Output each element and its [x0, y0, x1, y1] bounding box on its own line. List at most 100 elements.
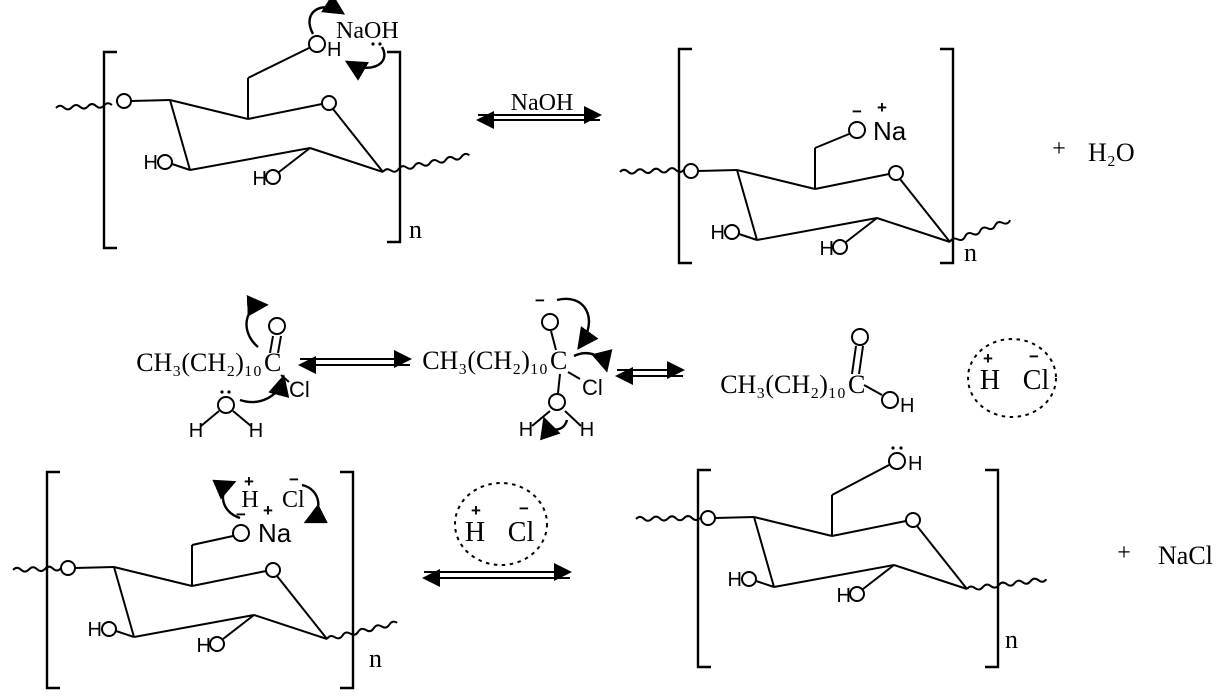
- bracket-right: [940, 47, 955, 265]
- lone-pair-dot: [891, 446, 895, 450]
- carbonyl-carbon-label: C: [264, 348, 281, 377]
- dotted-circle: [967, 338, 1057, 418]
- curved-arrow-chloride-to-sodium: [301, 483, 328, 524]
- proton-label: H: [980, 365, 1000, 396]
- chlorine-label: Cl: [289, 377, 310, 402]
- double-bond: [851, 345, 857, 375]
- wavy-chain-bond: [966, 577, 1048, 591]
- curved-arrow-cl-leaving: [573, 349, 613, 373]
- repeat-unit-subscript: n: [964, 238, 977, 267]
- row1-cellulose-mercerization: H n NaOH NaOH − Na + n: [55, 0, 1135, 267]
- double-bond: [277, 335, 282, 354]
- chlorine-label: Cl: [582, 375, 603, 400]
- alkoxide-oxygen-icon: [232, 524, 250, 542]
- o-h-bond: [232, 410, 252, 427]
- row2-acyl-chloride-hydrolysis: CH₃(CH₂)₁₀ C Cl H H CH₃(: [136, 291, 1057, 442]
- glucose-ring: [700, 494, 968, 608]
- negative-charge: −: [289, 470, 299, 489]
- c6-o-bond: [831, 464, 890, 496]
- proton-label: H: [465, 517, 485, 548]
- positive-charge: +: [263, 501, 273, 520]
- wavy-chain-bond: [619, 167, 685, 175]
- repeat-unit-subscript: n: [1005, 625, 1018, 654]
- carbonyl-oxygen-icon: [268, 317, 286, 335]
- water-label: H₂O: [1088, 138, 1135, 167]
- row3-neutralization: − Na + H + Cl − n H + Cl −: [12, 446, 1213, 690]
- water-molecule: H H: [189, 390, 263, 442]
- bracket-left: [45, 470, 60, 690]
- water-h-label: H: [249, 420, 263, 442]
- plus-sign: +: [1052, 136, 1066, 162]
- equilibrium-arrow-step1: NaOH: [476, 90, 602, 129]
- bracket-left: [677, 47, 692, 265]
- hydroxyl-oxygen-icon: [888, 452, 906, 470]
- glucose-ring: [116, 77, 384, 191]
- hydroxyl-h-label: H: [900, 395, 914, 417]
- hydroxyl-h-label: H: [327, 39, 341, 61]
- bracket-left: [102, 50, 117, 250]
- cellulose-unit-reactant: H n NaOH: [55, 0, 470, 250]
- acyl-chloride-molecule: CH₃(CH₂)₁₀ C Cl H H: [136, 295, 310, 442]
- chloride-label: Cl: [282, 487, 305, 513]
- carboxylic-acid-molecule: CH₃(CH₂)₁₀ C H: [720, 328, 914, 417]
- row1-byproduct: + H₂O: [1052, 136, 1134, 167]
- carbonyl-oxygen-icon: [851, 328, 869, 346]
- hcl-ion-pair-circled: H + Cl −: [967, 338, 1057, 418]
- bracket-right: [985, 468, 1000, 669]
- lone-pair-dot: [899, 446, 903, 450]
- water-h-label: H: [189, 420, 203, 442]
- hydroxyl-oxygen-icon: [881, 391, 899, 409]
- curved-arrow-oh-to-na: [308, 0, 346, 35]
- bracket-right: [340, 470, 355, 690]
- proton-label: H: [241, 487, 258, 513]
- cellulose-unit-product: H n: [635, 446, 1048, 669]
- lone-pair-dot: [227, 390, 231, 394]
- double-bond: [269, 335, 274, 354]
- lone-pair-dot: [378, 42, 382, 46]
- wavy-chain-bond: [949, 219, 1012, 243]
- lone-pair-dot: [371, 42, 375, 46]
- alkyl-chain-label: CH₃(CH₂)₁₀: [136, 348, 262, 377]
- curved-arrow-water-to-carbon: [239, 374, 290, 404]
- curved-arrow-oxygen-to-carbon: [556, 297, 599, 350]
- tetrahedral-intermediate: CH₃(CH₂)₁₀ C − Cl H H: [422, 291, 613, 441]
- curved-arrow-proton-transfer: [540, 416, 569, 441]
- naoh-reagent-label: NaOH: [336, 18, 399, 44]
- chloride-label: Cl: [1023, 365, 1050, 396]
- alkoxide-oxygen-icon: [848, 121, 866, 139]
- water-h-label: H: [580, 419, 594, 441]
- curved-arrow-naoh-to-h: [344, 46, 386, 81]
- alkoxide-oxygen-icon: [541, 313, 559, 331]
- repeat-unit-subscript: n: [409, 215, 422, 244]
- hydroxyl-oxygen-icon: [308, 35, 326, 53]
- c-o-bond: [557, 373, 561, 394]
- wavy-chain-bond: [635, 515, 701, 522]
- glucose-ring: [60, 544, 328, 658]
- double-bond: [858, 345, 864, 375]
- wavy-chain-bond: [382, 152, 470, 173]
- equilibrium-arrow-step3: [422, 563, 572, 587]
- wavy-chain-bond: [326, 620, 398, 640]
- water-h-label: H: [519, 419, 533, 441]
- c-cl-bond: [567, 371, 581, 380]
- row3-byproduct: + NaCl: [1117, 540, 1213, 570]
- negative-charge: −: [535, 291, 545, 310]
- equilibrium-arrow-step2b: [615, 361, 685, 385]
- bracket-left: [696, 468, 711, 669]
- wavy-chain-bond: [55, 102, 113, 111]
- curved-arrow-alkoxide-to-proton: [212, 479, 241, 520]
- c-o-bond: [550, 330, 557, 351]
- negative-charge: −: [236, 505, 246, 524]
- lone-pair-dot: [220, 390, 224, 394]
- curved-arrow-pi-to-oxygen: [245, 295, 269, 348]
- wavy-chain-bond: [12, 565, 62, 573]
- cellulose-unit-alkoxide-with-hcl: − Na + H + Cl − n: [12, 470, 398, 690]
- c6-o-bond: [814, 133, 850, 149]
- bracket-right: [387, 50, 402, 244]
- positive-charge: +: [244, 472, 254, 491]
- chloride-label: Cl: [508, 517, 535, 548]
- c6-o-bond: [191, 535, 234, 546]
- sodium-label: Na: [258, 518, 292, 548]
- cellulose-unit-sodium-alkoxide: − Na + n: [619, 47, 1012, 267]
